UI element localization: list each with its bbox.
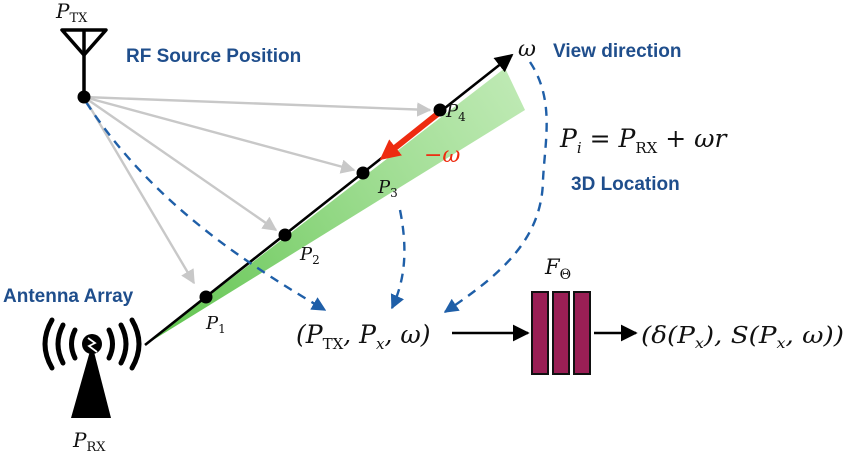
p1-label: P1 bbox=[205, 313, 226, 336]
view-ray bbox=[144, 53, 514, 347]
tx-ray-to-p1 bbox=[82, 96, 196, 285]
tx-antenna-icon bbox=[60, 28, 108, 98]
network-layer-3 bbox=[573, 291, 591, 375]
location-3d-label: 3D Location bbox=[571, 174, 680, 195]
neg-omega-arrow bbox=[379, 109, 442, 161]
rf-source-label: RF Source Position bbox=[126, 46, 301, 67]
p3-label: P3 bbox=[377, 177, 398, 200]
equation-label: Pi = PRX + ωr bbox=[559, 124, 729, 157]
network-blocks bbox=[531, 291, 591, 375]
dashed-arrow-p3-to-input bbox=[390, 209, 406, 310]
view-direction-label: View direction bbox=[553, 41, 681, 62]
tx-ray-arrows bbox=[82, 95, 432, 285]
point-p2 bbox=[278, 228, 292, 242]
network-layer-1 bbox=[531, 291, 549, 375]
sample-points bbox=[199, 103, 447, 304]
antenna-array-label: Antenna Array bbox=[3, 286, 134, 307]
network-layer-2 bbox=[552, 291, 570, 375]
dashed-arrows bbox=[84, 61, 548, 313]
point-p3 bbox=[356, 166, 370, 180]
tx-point bbox=[77, 90, 91, 104]
rx-antenna-icon bbox=[42, 317, 142, 418]
tx-ray-to-p4 bbox=[83, 95, 432, 117]
dashed-arrow-tx-to-input bbox=[84, 101, 327, 312]
point-p1 bbox=[199, 290, 213, 304]
view-cone bbox=[145, 68, 525, 345]
tx-ray-to-p2 bbox=[83, 96, 278, 231]
p4-label: P4 bbox=[445, 101, 466, 124]
tx-label: PTX bbox=[55, 0, 88, 26]
point-p4 bbox=[433, 103, 447, 117]
network-label: FΘ bbox=[544, 255, 571, 283]
input-tuple-label: (PTX, Px, ω) bbox=[296, 320, 431, 353]
neg-omega-label: −ω bbox=[424, 143, 460, 168]
rx-label: PRX bbox=[72, 428, 106, 455]
tx-ray-to-p3 bbox=[83, 95, 356, 174]
omega-label: ω bbox=[518, 37, 536, 62]
p2-label: P2 bbox=[299, 244, 320, 267]
